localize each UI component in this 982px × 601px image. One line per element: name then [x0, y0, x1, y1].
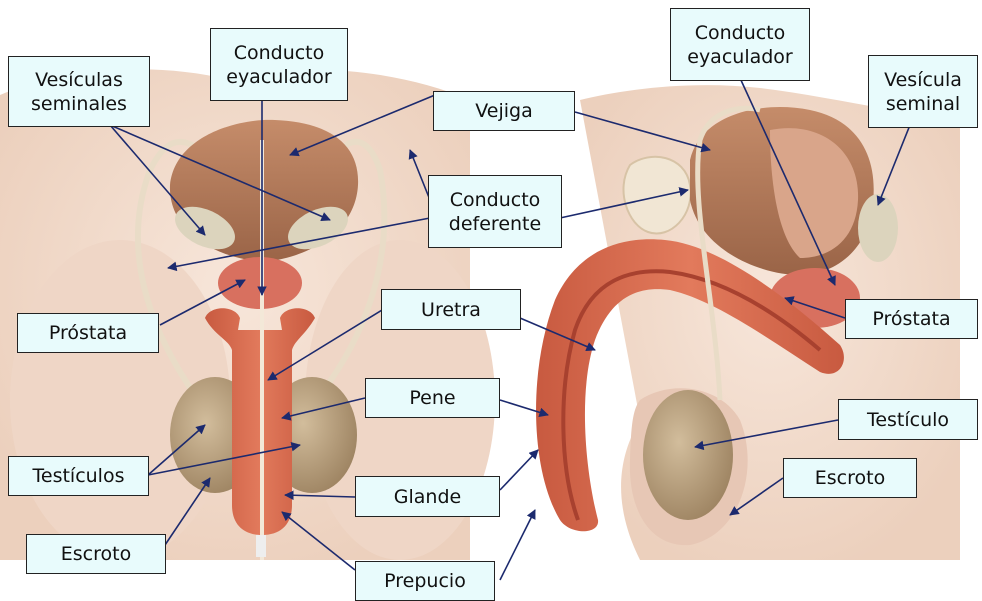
label-escroto-left: Escroto [26, 534, 166, 574]
label-escroto-right: Escroto [783, 458, 917, 498]
label-vesicula-seminal: Vesícula seminal [868, 55, 978, 128]
label-prostata-right: Próstata [845, 299, 978, 339]
label-prostata-left: Próstata [17, 313, 159, 353]
label-glande: Glande [355, 476, 500, 517]
label-vesiculas-seminales: Vesículas seminales [8, 56, 150, 127]
label-vejiga: Vejiga [433, 91, 575, 131]
label-uretra: Uretra [381, 289, 521, 330]
testis-sagittal [643, 390, 733, 520]
urethra-outlet [256, 535, 266, 557]
label-conducto-eyaculador-right: Conducto eyaculador [670, 8, 810, 81]
label-testiculo: Testículo [838, 399, 978, 440]
leader-prepucio-right [500, 510, 535, 580]
label-prepucio: Prepucio [355, 561, 495, 601]
label-pene: Pene [365, 378, 500, 418]
label-conducto-eyaculador-left: Conducto eyaculador [210, 28, 348, 101]
leader-glande-right [500, 450, 538, 490]
label-testiculos: Testículos [8, 456, 149, 496]
label-conducto-deferente: Conducto deferente [428, 175, 562, 248]
pubic-bone [623, 157, 690, 234]
